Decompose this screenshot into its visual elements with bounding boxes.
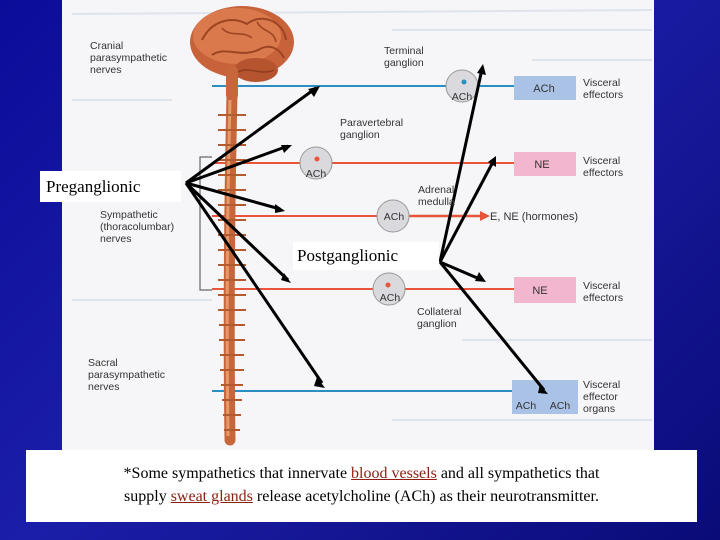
annotation-arrows <box>184 68 546 391</box>
effector-box-row1 <box>514 76 576 100</box>
paravertebral-text-line2: ganglion <box>340 129 380 141</box>
annotation-arrowheads <box>275 64 548 394</box>
organs-line2: effector <box>583 391 618 403</box>
row2-effector-line1: Visceral <box>583 155 621 167</box>
paravertebral-text-line1: Paravertebral <box>340 117 404 129</box>
sacral-label-line2: parasympathetic <box>88 369 166 381</box>
effector-row5-label-b: ACh <box>550 400 571 412</box>
paravertebral-ganglion <box>299 146 333 180</box>
paravertebral-ganglion-text: Paravertebral ganglion <box>340 117 403 141</box>
effector-box-row5 <box>512 380 578 414</box>
adrenal-ganglion-label: ACh <box>384 211 405 223</box>
cranial-label-line1: Cranial <box>90 40 124 52</box>
brain-illustration <box>190 6 294 100</box>
postganglionic-callout: Postganglionic <box>293 242 439 270</box>
row1-effector-line1: Visceral <box>583 77 621 89</box>
row1-effector-line2: effectors <box>583 89 624 101</box>
row4-effector-line2: effectors <box>583 292 624 304</box>
effector-row2-label: NE <box>534 159 549 171</box>
caption-line-1: *Some sympathetics that innervate blood … <box>26 462 697 485</box>
sacral-label-line3: nerves <box>88 381 120 393</box>
sympathetic-label-line3: nerves <box>100 233 132 245</box>
caption-line1-start: *Some sympathetics that innervate <box>123 465 352 482</box>
preganglionic-callout: Preganglionic <box>40 171 181 202</box>
sweat-glands-link[interactable]: sweat glands <box>170 488 253 505</box>
cranial-label-line2: parasympathetic <box>90 52 168 64</box>
terminal-text-line2: ganglion <box>384 57 424 69</box>
hormones-label: E, NE (hormones) <box>490 211 579 223</box>
visceral-effectors-row2: Visceral effectors <box>583 155 623 179</box>
visceral-effectors-row1: Visceral effectors <box>583 77 623 101</box>
adrenal-text-line1: Adrenal <box>418 184 455 196</box>
sacral-label-line1: Sacral <box>88 357 118 369</box>
visceral-effector-organs: Visceral effector organs <box>583 379 620 415</box>
row4-effector-line1: Visceral <box>583 280 621 292</box>
caption-box: *Some sympathetics that innervate blood … <box>26 450 697 522</box>
terminal-ganglion-label: ACh <box>452 91 473 103</box>
effector-box-row2 <box>514 152 576 176</box>
effector-row1-label: ACh <box>533 83 554 95</box>
collateral-text-line1: Collateral <box>417 306 462 318</box>
effector-row4-label: NE <box>532 285 547 297</box>
adrenal-text-line2: medulla <box>418 196 455 208</box>
caption-line2-start: supply <box>124 488 171 505</box>
sympathetic-label: Sympathetic (thoracolumbar) nerves <box>100 209 174 245</box>
paravertebral-ganglion-label: ACh <box>306 168 327 180</box>
hormone-arrowhead <box>480 211 490 221</box>
caption-line2-end: release acetylcholine (ACh) as their neu… <box>252 488 599 505</box>
adrenal-medulla-text: Adrenal medulla <box>418 184 455 208</box>
cranial-label-line3: nerves <box>90 64 122 76</box>
adrenal-medulla-gland <box>376 199 410 233</box>
visceral-effectors-row4: Visceral effectors <box>583 280 623 304</box>
sympathetic-label-line1: Sympathetic <box>100 209 158 221</box>
cranial-label: Cranial parasympathetic nerves <box>90 40 167 76</box>
figure-panel: ACh ACh ACh ACh ACh NE NE ACh ACh <box>62 0 654 452</box>
terminal-text-line1: Terminal <box>384 45 424 57</box>
sympathetic-label-line2: (thoracolumbar) <box>100 221 175 233</box>
effector-row5-label-a: ACh <box>516 400 537 412</box>
collateral-text-line2: ganglion <box>417 318 457 330</box>
row2-effector-line2: effectors <box>583 167 624 179</box>
caption-line1-end: and all sympathetics that <box>436 465 600 482</box>
caption-line-2: supply sweat glands release acetylcholin… <box>26 485 697 508</box>
collateral-ganglion-label: ACh <box>380 292 401 304</box>
sacral-label: Sacral parasympathetic nerves <box>88 357 165 393</box>
nervous-system-diagram: ACh ACh ACh ACh ACh NE NE ACh ACh <box>71 6 653 446</box>
sympathetic-bracket <box>199 156 212 291</box>
organs-line3: organs <box>583 403 616 415</box>
collateral-ganglion-text: Collateral ganglion <box>417 306 461 330</box>
organs-line1: Visceral <box>583 379 621 391</box>
terminal-ganglion-text: Terminal ganglion <box>384 45 424 69</box>
spinal-cord-highlight <box>225 99 232 437</box>
blood-vessels-link[interactable]: blood vessels <box>351 465 437 482</box>
collateral-ganglion <box>372 272 406 306</box>
effector-box-row4 <box>514 277 576 303</box>
